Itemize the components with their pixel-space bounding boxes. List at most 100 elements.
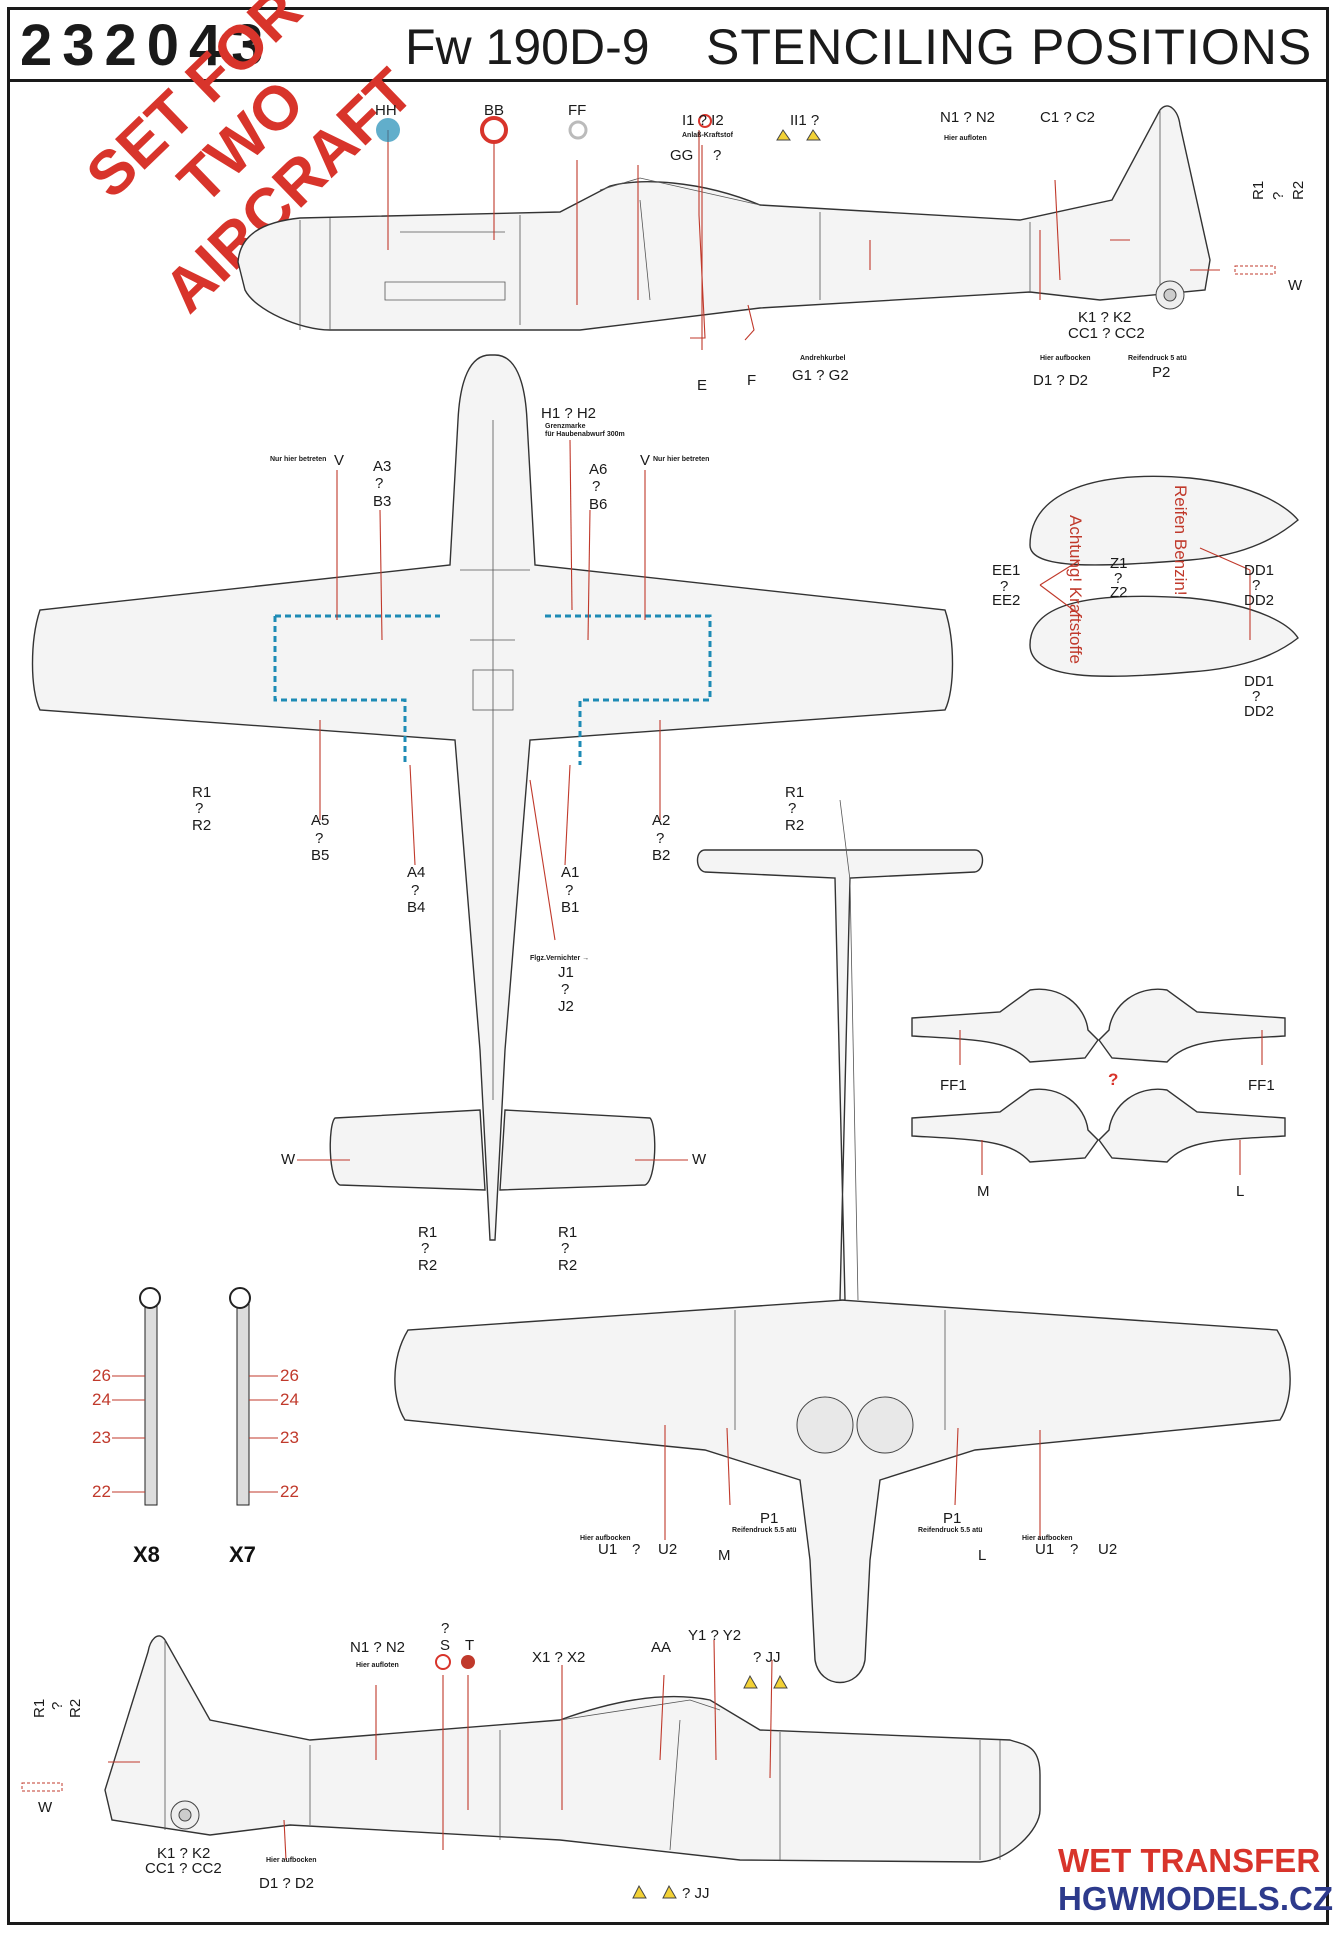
wet-transfer-label: WET TRANSFER — [1058, 1842, 1321, 1879]
label-q-z: ? — [1114, 570, 1122, 587]
label-anlass: Anlaß-Kraftstof — [682, 132, 734, 139]
label-a6: A6 — [589, 461, 607, 478]
label-q-u-r: ? — [1070, 1541, 1078, 1558]
label-b5: B5 — [311, 847, 329, 864]
label-r1-wing-r: R1 — [785, 784, 804, 801]
label-gg: GG — [670, 147, 693, 164]
label-andrehkurbel: Andrehkurbel — [800, 355, 846, 362]
label-22-x8: 22 — [92, 1482, 111, 1501]
label-q-s: ? — [441, 1620, 449, 1637]
label-ee2: EE2 — [992, 592, 1020, 609]
label-p2: P2 — [1152, 364, 1170, 381]
label-l-under: L — [978, 1547, 986, 1564]
label-23-x7: 23 — [280, 1428, 299, 1447]
label-cc1-cc2-bottom: CC1 ? CC2 — [145, 1860, 222, 1877]
label-r2-bottom: R2 — [67, 1699, 84, 1718]
label-c1-c2: C1 ? C2 — [1040, 109, 1095, 126]
label-ee1: EE1 — [992, 562, 1020, 579]
label-d1-d2-bottom: D1 ? D2 — [259, 1875, 314, 1892]
label-bb: BB — [484, 102, 504, 119]
label-grenzmarke: Grenzmarke — [545, 423, 586, 430]
label-q-a6: ? — [592, 478, 600, 495]
label-hier-aufbocken-bottom: Hier aufbocken — [266, 1857, 317, 1864]
label-j1: J1 — [558, 964, 574, 981]
hgw-website-label: HGWMODELS.CZ — [1058, 1880, 1333, 1917]
label-w-tail-l: W — [281, 1151, 296, 1168]
label-b1: B1 — [561, 899, 579, 916]
label-d1-d2-top: D1 ? D2 — [1033, 372, 1088, 389]
label-gg-q: ? — [713, 147, 721, 164]
label-u1-l: U1 — [598, 1541, 617, 1558]
label-dd2-a: DD2 — [1244, 592, 1274, 609]
label-b6: B6 — [589, 496, 607, 513]
label-a1: A1 — [561, 864, 579, 881]
label-w-bottom: W — [38, 1799, 53, 1816]
aircraft-model: Fw 190D-9 — [405, 19, 650, 75]
label-q-j: ? — [561, 981, 569, 998]
label-q-a5: ? — [315, 830, 323, 847]
label-m-under: M — [718, 1547, 731, 1564]
sheet-title: STENCILING POSITIONS — [706, 19, 1313, 75]
label-a4: A4 — [407, 864, 425, 881]
label-ff: FF — [568, 102, 586, 119]
label-dd2-b: DD2 — [1244, 703, 1274, 720]
label-nur-hier-right: Nur hier betreten — [653, 456, 709, 463]
label-jj-top: ? JJ — [753, 1649, 781, 1666]
drop-tank-text-1: Achtung! Kraftstoffe — [1066, 515, 1085, 664]
label-b2: B2 — [652, 847, 670, 864]
label-q-ee: ? — [1000, 578, 1008, 595]
label-a2: A2 — [652, 812, 670, 829]
drop-tank-text-2: Reifen Benzin! — [1171, 485, 1190, 596]
label-g1-g2: G1 ? G2 — [792, 367, 849, 384]
label-j2: J2 — [558, 998, 574, 1015]
gear-doors: FF1 ? FF1 M L — [911, 988, 1286, 1200]
label-q-a3: ? — [375, 475, 383, 492]
label-p1-l: P1 — [760, 1510, 778, 1527]
label-w-top: W — [1288, 277, 1303, 294]
label-aa: AA — [651, 1639, 671, 1656]
label-r1-bottom: R1 — [31, 1699, 48, 1718]
label-n1-n2-bottom: N1 ? N2 — [350, 1639, 405, 1656]
underside-view: Hier aufbocken U1 ? U2 P1 Reifendruck 5.… — [394, 799, 1291, 1684]
label-r2-tail-l: R2 — [418, 1257, 437, 1274]
label-p1-r: P1 — [943, 1510, 961, 1527]
label-e: E — [697, 377, 707, 394]
side-view-left: HH BB FF I1 ? I2 Anlaß-Kraftstof GG ? II… — [237, 102, 1307, 394]
label-reifendruck-top: Reifendruck 5 atü — [1128, 355, 1187, 362]
label-nur-hier-left: Nur hier betreten — [270, 456, 326, 463]
label-r1-tail-l: R1 — [418, 1224, 437, 1241]
label-t: T — [465, 1637, 474, 1654]
label-m-door: M — [977, 1183, 990, 1200]
label-l-door: L — [1236, 1183, 1244, 1200]
label-a5: A5 — [311, 812, 329, 829]
label-i1-i2: I1 ? I2 — [682, 112, 724, 129]
label-r1-side: R1 — [1250, 181, 1267, 200]
label-r2-wing-l: R2 — [192, 817, 211, 834]
label-s: S — [440, 1637, 450, 1654]
label-q-tail-l: ? — [421, 1240, 429, 1257]
label-r1-wing-l: R1 — [192, 784, 211, 801]
label-hh: HH — [375, 102, 397, 119]
label-24-x8: 24 — [92, 1390, 111, 1409]
label-r2-wing-r: R2 — [785, 817, 804, 834]
label-haubenabwurf: für Haubenabwurf 300m — [545, 431, 625, 438]
label-x7: X7 — [229, 1542, 256, 1567]
drop-tank-views: Achtung! Kraftstoffe Reifen Benzin! EE1 … — [992, 475, 1299, 720]
label-ff1-r: FF1 — [1248, 1077, 1275, 1094]
label-center-q: ? — [1108, 1070, 1118, 1089]
label-cc1-cc2: CC1 ? CC2 — [1068, 325, 1145, 342]
label-n1-n2-top: N1 ? N2 — [940, 109, 995, 126]
label-q-wing-l: ? — [195, 800, 203, 817]
side-view-right: N1 ? N2 Hier aufloten ? S T X1 ? X2 AA Y… — [21, 1620, 1041, 1902]
label-u2-l: U2 — [658, 1541, 677, 1558]
label-k1-k2: K1 ? K2 — [1078, 309, 1131, 326]
plan-view-top: H1 ? H2 Grenzmarke für Haubenabwurf 300m… — [31, 354, 954, 1274]
label-r1-tail-r: R1 — [558, 1224, 577, 1241]
label-q-dd-b: ? — [1252, 688, 1260, 705]
label-22-x7: 22 — [280, 1482, 299, 1501]
label-hier-aufbocken-l: Hier aufbocken — [580, 1535, 631, 1542]
label-v-left: V — [334, 452, 344, 469]
label-hier-aufbocken-r: Hier aufbocken — [1022, 1535, 1073, 1542]
